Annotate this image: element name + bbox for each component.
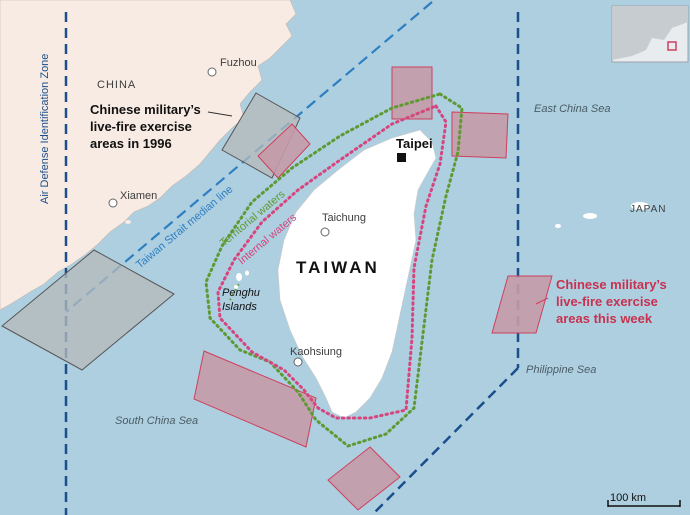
city-marker-taichung xyxy=(320,227,330,237)
inset-land xyxy=(612,6,688,60)
annotation-leader-this-week xyxy=(535,297,549,305)
label-taiwan: TAIWAN xyxy=(296,258,380,277)
label-philippine-sea: Philippine Sea xyxy=(526,364,597,376)
inset-location-box xyxy=(667,41,677,51)
coastal-island xyxy=(229,116,235,120)
annotation-1996-line: Chinese military’s xyxy=(90,102,201,117)
exercise-area-this-week xyxy=(327,446,401,511)
exercise-area-this-week xyxy=(451,111,509,159)
penghu-connector xyxy=(229,281,241,301)
label-china: CHINA xyxy=(97,79,137,91)
label-east-china-sea: East China Sea xyxy=(534,103,611,115)
exercise-area-this-week xyxy=(391,66,433,120)
exercise-area-this-week xyxy=(491,275,553,334)
annotation-leader-1996 xyxy=(207,111,233,117)
scale-bar-label: 100 km xyxy=(610,492,647,504)
annotation-1996-line: areas in 1996 xyxy=(90,136,172,151)
label-adiz: Air Defense Identification Zone xyxy=(39,53,51,204)
annotation-this-week-exercise-areas: Chinese military’s live-fire exercise ar… xyxy=(556,276,667,327)
china-mainland xyxy=(0,0,297,311)
annotation-this-week-line: live-fire exercise xyxy=(556,294,658,309)
annotation-this-week-line: areas this week xyxy=(556,311,653,326)
label-south-china-sea: South China Sea xyxy=(115,415,199,427)
capital-marker-taipei xyxy=(397,153,406,162)
annotation-this-week-line: Chinese military’s xyxy=(556,277,667,292)
penghu-island xyxy=(236,273,242,281)
exercise-area-this-week xyxy=(193,350,317,448)
annotation-1996-exercise-areas: Chinese military’s live-fire exercise ar… xyxy=(90,101,201,152)
coastal-island xyxy=(125,220,131,224)
adiz-line-southeast xyxy=(371,367,519,515)
label-penghu-islands: Penghu Islands xyxy=(222,286,260,314)
japan-island xyxy=(631,202,649,210)
coastal-island xyxy=(244,61,252,67)
exercise-area-1996-south xyxy=(1,249,175,371)
label-kaohsiung: Kaohsiung xyxy=(290,346,342,358)
internal-waters-line xyxy=(216,104,448,420)
penghu-island xyxy=(245,270,249,276)
label-xiamen: Xiamen xyxy=(120,190,158,202)
label-taipei: Taipei xyxy=(396,136,433,151)
japan-island xyxy=(583,213,597,219)
label-fuzhou: Fuzhou xyxy=(220,57,257,69)
penghu-island xyxy=(234,285,238,289)
label-penghu-line1: Penghu xyxy=(222,287,260,299)
city-marker-kaohsiung xyxy=(293,357,303,367)
label-penghu-line2: Islands xyxy=(222,301,257,313)
japan-island xyxy=(555,224,561,228)
city-marker-xiamen xyxy=(108,198,118,208)
label-japan: JAPAN xyxy=(630,204,667,215)
city-marker-fuzhou xyxy=(207,67,217,77)
annotation-1996-line: live-fire exercise xyxy=(90,119,192,134)
territorial-waters-line xyxy=(204,92,464,448)
label-taichung: Taichung xyxy=(322,212,367,224)
